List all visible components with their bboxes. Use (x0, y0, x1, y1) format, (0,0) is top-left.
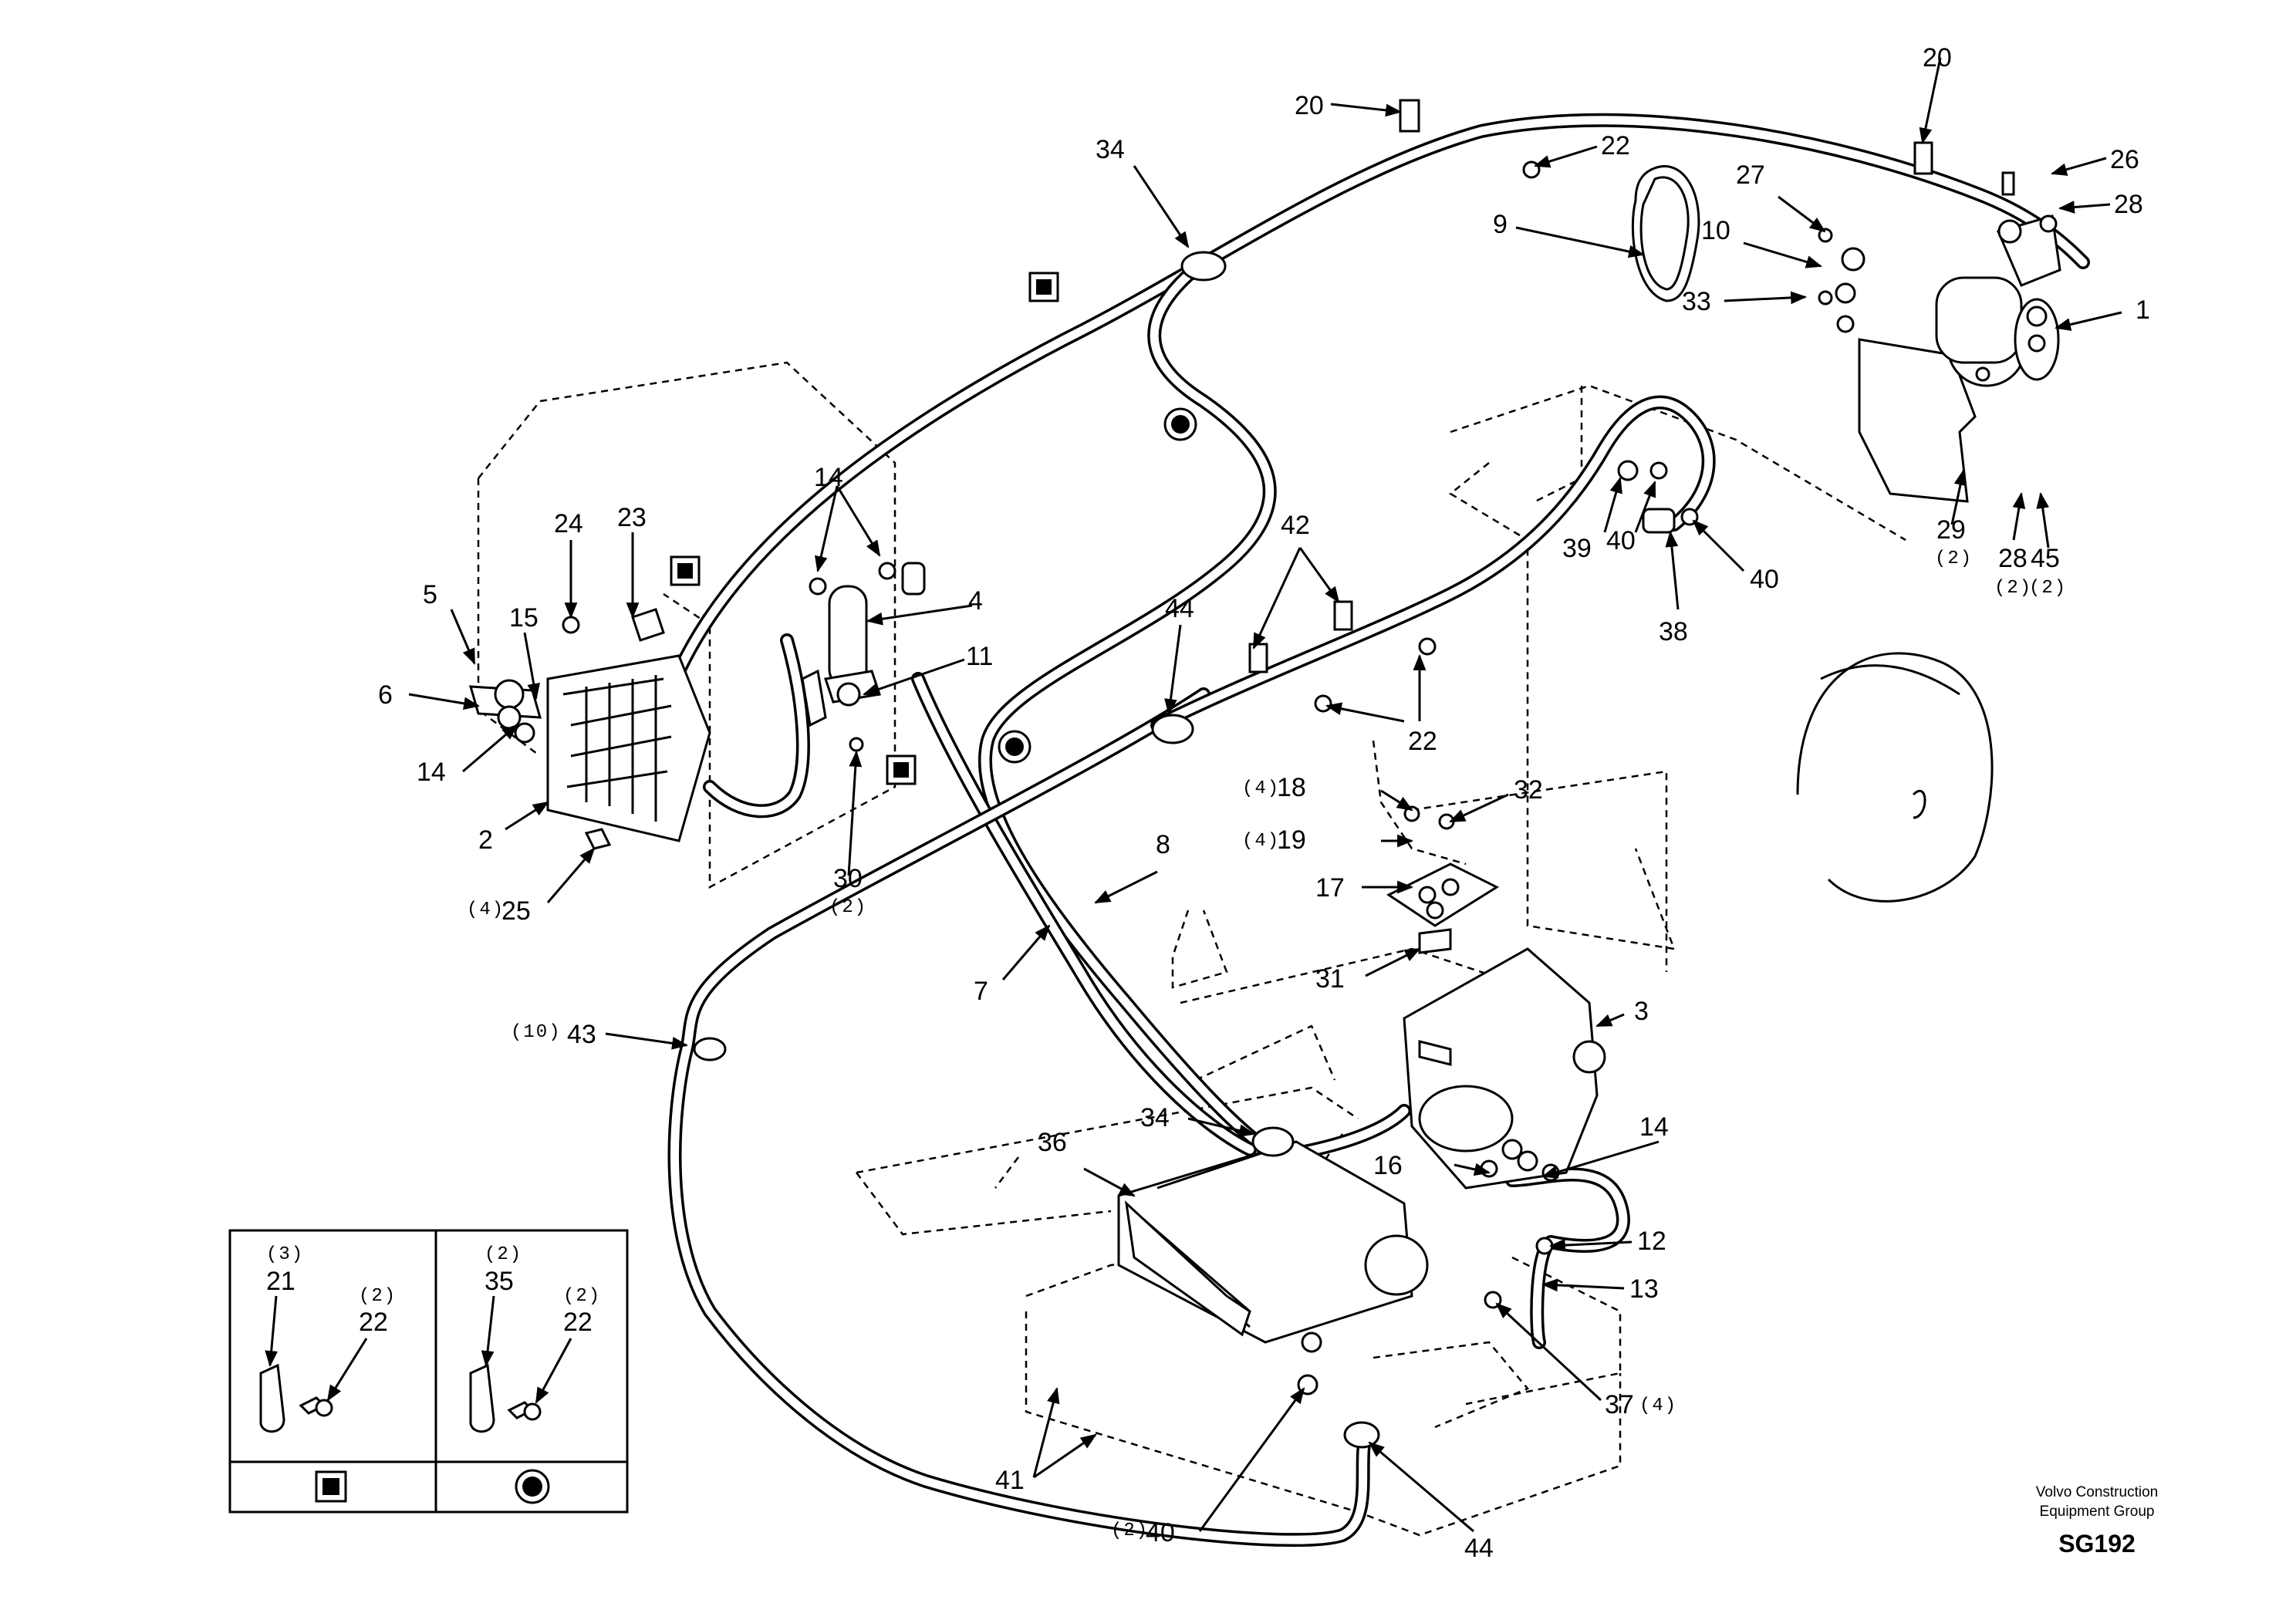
callout-9: 9 (1493, 210, 1508, 239)
receiver-dryer (801, 562, 926, 752)
callout-14c: 14 (1639, 1112, 1669, 1142)
square-marker-icon (670, 555, 701, 586)
callout-36: 36 (1038, 1128, 1067, 1157)
drive-belt (1631, 165, 1700, 302)
refrigerant-hoses (667, 113, 2090, 1547)
callout-41: 41 (995, 1466, 1025, 1495)
callout-20b: 20 (1923, 43, 1952, 73)
callout-22a: 22 (1601, 131, 1630, 160)
callout-17: 17 (1315, 873, 1345, 903)
company-name-line1: Volvo Construction (2036, 1484, 2158, 1500)
qty-43: (10) (511, 1022, 562, 1043)
callout-34a: 34 (1096, 135, 1125, 164)
callout-25: 25 (501, 896, 531, 926)
callout-19: 19 (1277, 825, 1306, 855)
circle-marker-icon (1163, 407, 1197, 441)
inset-legend: (3) 21 (2) 22 (2) 35 (2) 22 (228, 1229, 629, 1514)
callout-10: 10 (1701, 216, 1730, 245)
square-marker-icon (886, 754, 917, 785)
compressor-fittings (1818, 171, 2061, 333)
callout-5: 5 (423, 580, 437, 609)
callout-29: 29 (1936, 515, 1966, 545)
diagram-code: SG192 (2058, 1530, 2136, 1558)
callout-13: 13 (1629, 1274, 1659, 1304)
callout-40a: 40 (1606, 526, 1636, 555)
qty-18: (4) (1242, 778, 1280, 799)
callout-1: 1 (2136, 295, 2150, 325)
connector-plate (1386, 805, 1500, 954)
inset-left-part-right: 22 (359, 1308, 388, 1337)
qty-28: (2) (1994, 578, 2032, 599)
hose-clamps (693, 99, 1933, 1449)
callout-26: 26 (2110, 145, 2139, 174)
callout-27: 27 (1736, 160, 1765, 190)
callout-28a: 28 (2114, 190, 2143, 219)
inset-left-qty-right: (2) (359, 1286, 397, 1307)
publisher-footer: Volvo Construction Equipment Group SG192 (2036, 1484, 2158, 1558)
callout-11: 11 (966, 642, 993, 671)
callout-45: 45 (2031, 544, 2060, 573)
callout-32: 32 (1514, 775, 1543, 805)
callout-44b: 44 (1464, 1534, 1494, 1563)
leader-arrows (408, 57, 2122, 1533)
square-marker-icon (1028, 272, 1059, 302)
callout-6: 6 (378, 680, 393, 710)
qty-19: (4) (1242, 831, 1280, 852)
callout-42: 42 (1281, 511, 1310, 540)
circle-marker-icon (515, 1469, 550, 1504)
compressor (1858, 276, 2060, 503)
callout-31: 31 (1315, 964, 1345, 994)
callout-28b: 28 (1998, 544, 2028, 573)
callout-labels: 1 2 3 4 5 6 7 8 9 10 11 12 13 14 14 14 1… (378, 43, 2150, 1563)
engine-flywheel-outline (1796, 652, 1994, 903)
callout-15: 15 (509, 603, 539, 633)
callout-39: 39 (1562, 534, 1592, 563)
callout-20a: 20 (1295, 91, 1324, 120)
callout-24: 24 (554, 509, 583, 538)
callout-14b: 14 (417, 758, 446, 787)
callout-40c: 40 (1146, 1518, 1175, 1547)
callout-30: 30 (833, 864, 863, 893)
callout-3: 3 (1634, 997, 1649, 1026)
callout-2: 2 (478, 825, 493, 855)
qty-25: (4) (467, 899, 505, 920)
circle-marker-icon (998, 730, 1032, 764)
inset-right-qty-right: (2) (563, 1286, 601, 1307)
hose-joint-fittings (1617, 460, 1699, 534)
callout-43: 43 (567, 1020, 596, 1049)
square-marker-icon (315, 1470, 347, 1503)
section-markers (670, 272, 1197, 785)
inset-right-part-top: 35 (485, 1267, 514, 1296)
evaporator-housing (1117, 1140, 1429, 1344)
inset-left-qty-top: (3) (266, 1244, 304, 1265)
callout-14a: 14 (814, 463, 843, 492)
inset-right-part-right: 22 (563, 1308, 593, 1337)
company-name-line2: Equipment Group (2040, 1504, 2155, 1520)
callout-22b: 22 (1408, 727, 1437, 756)
callout-38: 38 (1659, 617, 1688, 646)
callout-12: 12 (1637, 1227, 1666, 1256)
qty-37: (4) (1639, 1396, 1677, 1416)
qty-45: (2) (2029, 578, 2067, 599)
callout-8: 8 (1156, 830, 1170, 859)
callout-18: 18 (1277, 773, 1306, 802)
callout-37: 37 (1605, 1390, 1634, 1419)
qty-30: (2) (829, 897, 867, 918)
condenser-unit (468, 608, 711, 850)
qty-29: (2) (1935, 548, 1973, 569)
callout-23: 23 (617, 503, 647, 532)
callout-4: 4 (968, 586, 983, 616)
callout-7: 7 (974, 977, 988, 1006)
inset-left-part-top: 21 (266, 1267, 295, 1296)
machine-outline-dashed (477, 361, 1906, 1537)
callout-44a: 44 (1165, 594, 1194, 623)
callout-33: 33 (1682, 287, 1711, 316)
callout-40b: 40 (1750, 565, 1779, 594)
qty-40: (2) (1111, 1520, 1149, 1541)
blower-unit (1403, 947, 1606, 1190)
callout-34b: 34 (1140, 1103, 1170, 1132)
inset-right-qty-top: (2) (485, 1244, 522, 1265)
callout-16: 16 (1373, 1151, 1403, 1180)
